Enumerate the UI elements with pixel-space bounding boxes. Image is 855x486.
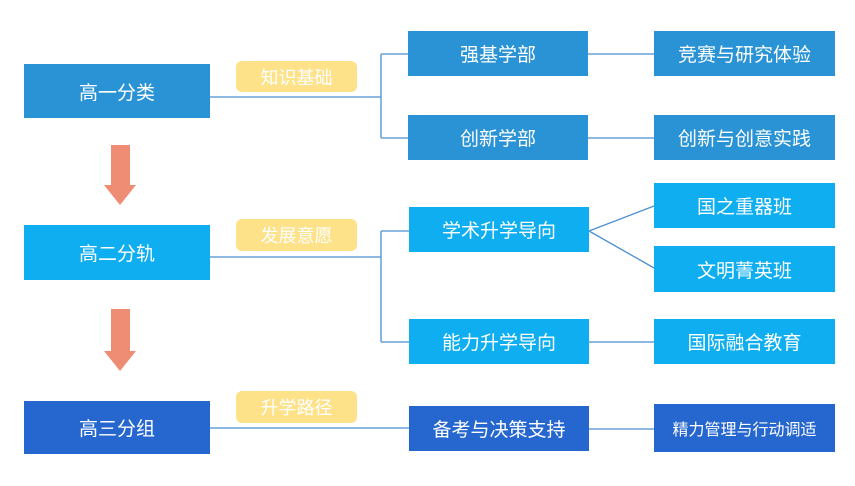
box-prep: 备考与决策支持: [409, 406, 589, 451]
label-intl-edu: 国际融合教育: [687, 332, 802, 354]
label-prep: 备考与决策支持: [432, 419, 566, 441]
box-academic: 学术升学导向: [409, 207, 589, 252]
box-strong-base: 强基学部: [408, 31, 588, 76]
box-elite-class: 文明菁英班: [654, 246, 835, 292]
box-intl-edu: 国际融合教育: [654, 319, 835, 364]
label-strong-base: 强基学部: [459, 44, 536, 66]
box-competition: 竞赛与研究体验: [654, 31, 835, 76]
label-creative-practice: 创新与创意实践: [677, 128, 811, 150]
grade-label-2: 高二分轨: [78, 243, 155, 265]
tag-admission-path: 升学路径: [236, 391, 357, 423]
label-innovation: 创新学部: [459, 128, 536, 150]
label-competition: 竞赛与研究体验: [677, 44, 811, 66]
grade-label-3: 高三分组: [78, 418, 155, 440]
down-arrow-1: [104, 145, 136, 205]
tag-development-will: 发展意愿: [236, 219, 357, 251]
label-elite-class: 文明菁英班: [696, 259, 792, 282]
box-national-class: 国之重器班: [654, 183, 835, 228]
grade-box-3: 高三分组: [24, 401, 210, 454]
tag-label-2: 发展意愿: [260, 226, 333, 247]
grade-label-1: 高一分类: [78, 81, 155, 104]
box-innovation: 创新学部: [408, 115, 588, 160]
label-ability: 能力升学导向: [441, 332, 556, 354]
grade-box-2: 高二分轨: [24, 225, 210, 280]
box-ability: 能力升学导向: [409, 319, 589, 364]
label-energy-mgmt: 精力管理与行动调适: [672, 420, 817, 439]
tag-label-1: 知识基础: [260, 67, 333, 89]
down-arrow-2: [104, 309, 136, 371]
label-national-class: 国之重器班: [696, 196, 792, 218]
tag-knowledge-base: 知识基础: [236, 61, 357, 92]
box-creative-practice: 创新与创意实践: [654, 115, 835, 160]
tag-label-3: 升学路径: [260, 398, 333, 419]
box-energy-mgmt: 精力管理与行动调适: [654, 404, 835, 452]
label-academic: 学术升学导向: [441, 220, 556, 242]
grade-box-1: 高一分类: [24, 64, 210, 118]
